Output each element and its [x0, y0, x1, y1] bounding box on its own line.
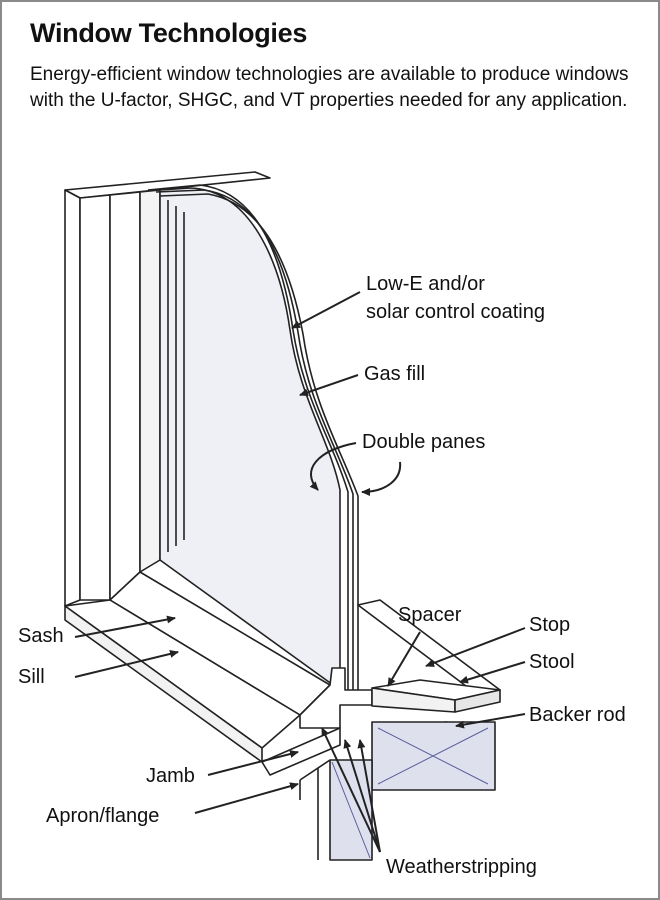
- window-frame-drawing: [64, 171, 501, 861]
- leader-weatherstripping-2: [343, 739, 381, 853]
- label-double-panes: Double panes: [362, 431, 485, 453]
- sash-inner-rail: [139, 189, 161, 573]
- stool-side: [454, 689, 501, 713]
- leader-apron-flange: [194, 782, 299, 814]
- label-sill: Sill: [18, 666, 45, 688]
- diagram-title: Window Technologies: [30, 18, 308, 48]
- label-weatherstripping: Weatherstripping: [386, 856, 537, 878]
- leader-jamb: [207, 750, 299, 776]
- label-low-e-line1: Low-E and/or: [366, 273, 485, 295]
- inner-jamb-face: [79, 194, 111, 601]
- leader-low-e: [291, 291, 361, 329]
- label-jamb: Jamb: [146, 765, 195, 787]
- leader-sill: [74, 649, 179, 678]
- leader-spacer: [387, 631, 421, 687]
- label-spacer: Spacer: [398, 604, 462, 626]
- label-stool: Stool: [529, 651, 575, 673]
- label-sash: Sash: [18, 625, 64, 647]
- callout-labels: Low-E and/or solar control coating Gas f…: [18, 273, 626, 878]
- label-gas-fill: Gas fill: [364, 363, 425, 385]
- outer-jamb: [64, 189, 81, 607]
- leader-backer-rod: [455, 713, 526, 729]
- leader-weatherstripping-1: [321, 727, 381, 853]
- label-apron-flange: Apron/flange: [46, 805, 159, 827]
- leader-lines: [74, 291, 526, 853]
- pane-edge-inner: [159, 193, 359, 692]
- label-stop: Stop: [529, 614, 570, 636]
- leader-double-panes-left: [309, 442, 357, 491]
- leader-stop: [425, 627, 526, 667]
- pane-edge-outer: [147, 184, 349, 692]
- sash-left-rail: [109, 191, 141, 601]
- label-low-e-line2: solar control coating: [366, 301, 545, 323]
- leader-weatherstripping-3: [357, 739, 381, 853]
- pane-edge-middle: [155, 189, 354, 692]
- glass-pane: [159, 187, 341, 691]
- apron-flange-line: [299, 759, 331, 781]
- intro-text: Energy-efficient window technologies are…: [30, 64, 629, 111]
- leader-gas-fill: [299, 374, 359, 397]
- jamb-flange: [261, 727, 341, 776]
- leader-sash: [74, 615, 176, 638]
- leader-double-panes-right: [361, 461, 402, 496]
- label-backer-rod: Backer rod: [529, 704, 626, 726]
- leader-stool: [459, 661, 526, 684]
